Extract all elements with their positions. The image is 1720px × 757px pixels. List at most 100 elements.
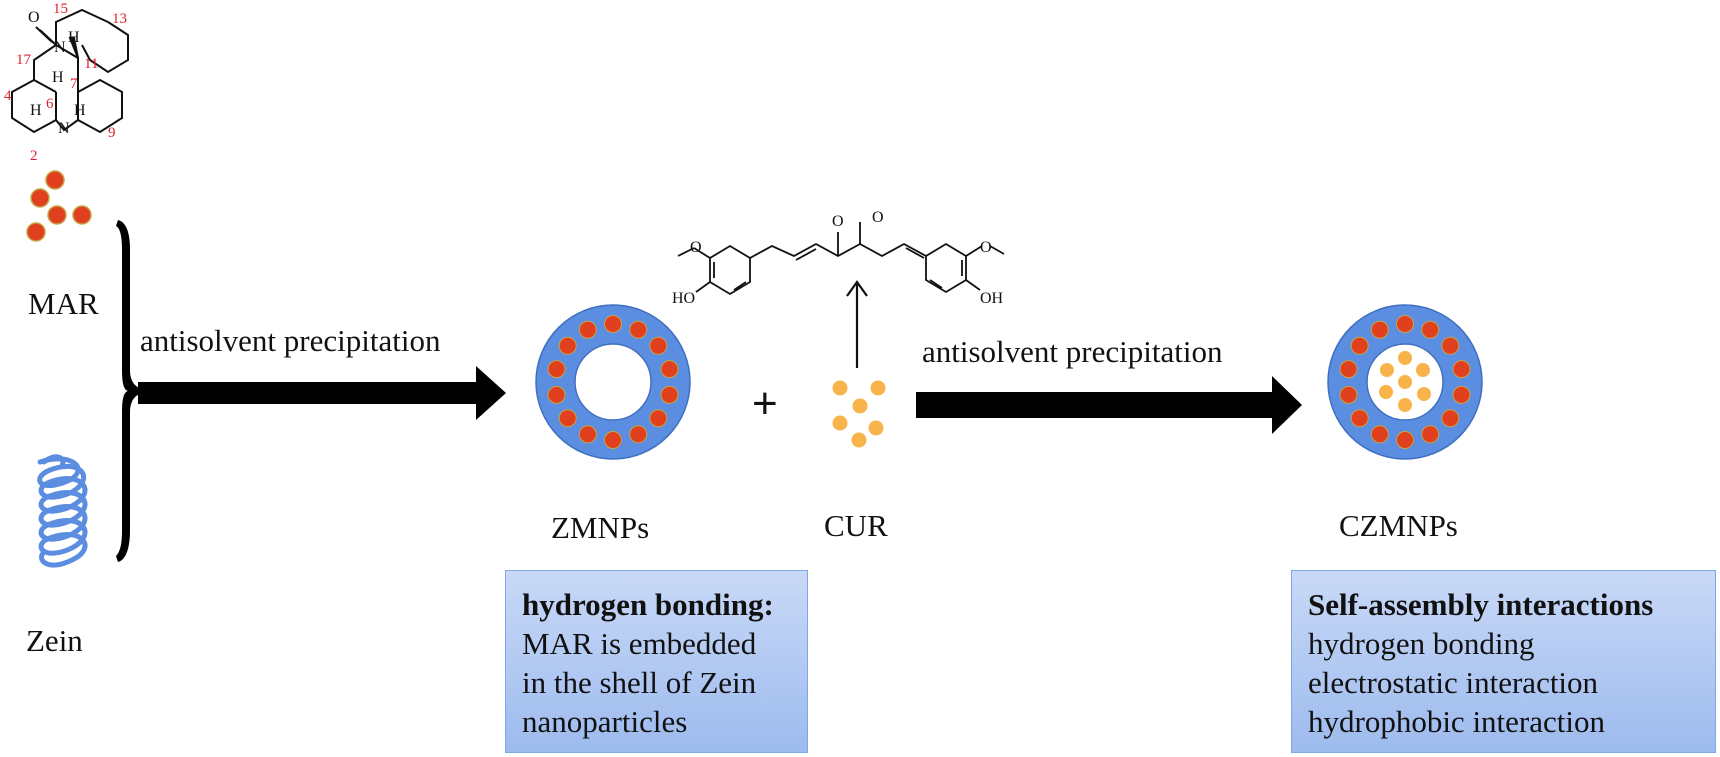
mar-particle — [629, 320, 648, 339]
zmnps-box-heading: hydrogen bonding: — [522, 587, 774, 622]
zmnps-box-line: nanoparticles — [522, 704, 688, 739]
cur-atom-o-right: O — [980, 239, 992, 256]
mar-particle — [558, 409, 577, 428]
mar-num-2: 2 — [30, 148, 38, 164]
cur-atom-o1: O — [832, 213, 844, 230]
cur-particle — [1416, 363, 1430, 377]
mar-particle — [1441, 409, 1460, 428]
czmnps-box-line: electrostatic interaction — [1308, 665, 1599, 700]
mar-atoms: O N N H H H H — [28, 9, 86, 137]
mar-particle — [629, 425, 648, 444]
zein-helix — [37, 454, 88, 568]
mar-particle — [45, 170, 65, 190]
mar-particle — [1396, 431, 1414, 449]
mar-particle — [1339, 360, 1358, 379]
czmnps-cur-dots — [1379, 351, 1431, 412]
cur-particle — [1398, 351, 1412, 365]
cur-atom-ho: HO — [672, 290, 695, 307]
mar-atom-h2: H — [52, 69, 64, 86]
cur-particle — [870, 380, 886, 396]
mar-num-4: 4 — [4, 88, 12, 104]
arrow-1 — [138, 366, 506, 420]
cur-structure — [677, 222, 1005, 296]
mar-particle — [1421, 320, 1440, 339]
cur-particle — [1398, 398, 1412, 412]
mar-atom-n2: N — [58, 120, 70, 137]
mar-particle — [1421, 425, 1440, 444]
mar-num-6: 6 — [46, 96, 54, 112]
cur-particles — [832, 380, 886, 448]
mar-particle — [1452, 385, 1471, 404]
mar-num-11: 11 — [84, 56, 98, 72]
cur-atom-oh: OH — [980, 290, 1004, 307]
czmnps-box-line: hydrogen bonding — [1308, 626, 1535, 661]
czmnps-mar-dots — [1339, 315, 1471, 449]
step1-label: antisolvent precipitation — [140, 323, 441, 358]
merge-bracket — [116, 220, 140, 562]
mar-atom-o: O — [28, 9, 40, 26]
mar-numbers: 15 13 17 11 7 6 4 9 2 — [4, 1, 127, 164]
mar-particle — [604, 315, 622, 333]
cur-up-arrow — [846, 280, 868, 368]
cur-particle — [832, 380, 848, 396]
plus-sign: + — [752, 379, 778, 428]
czmnps-label: CZMNPs — [1339, 508, 1458, 543]
mar-structure — [11, 8, 129, 134]
step2-label: antisolvent precipitation — [922, 334, 1223, 369]
mar-particles — [26, 170, 92, 242]
zein-label: Zein — [26, 623, 83, 658]
mar-particle — [578, 320, 597, 339]
mar-particle — [72, 205, 92, 225]
mar-atom-h1: H — [68, 29, 80, 46]
mar-atom-n1: N — [54, 39, 66, 56]
zmnps-label: ZMNPs — [551, 510, 650, 545]
zmnps-info-box: hydrogen bonding: MAR is embedded in the… — [505, 570, 808, 753]
mar-particle — [649, 336, 668, 355]
cur-particle — [832, 415, 848, 431]
mar-particle — [547, 385, 566, 404]
cur-atom-o-left: O — [690, 239, 702, 256]
mar-particle — [604, 431, 622, 449]
mar-particle — [558, 336, 577, 355]
mar-particle — [1396, 315, 1414, 333]
mar-num-15: 15 — [53, 1, 68, 17]
zmnps-box-line: MAR is embedded — [522, 626, 757, 661]
cur-particle — [1398, 375, 1412, 389]
arrow-2 — [916, 376, 1302, 434]
mar-particle — [1370, 320, 1389, 339]
czmnps-box-line: hydrophobic interaction — [1308, 704, 1605, 739]
czmnps-box-heading: Self-assembly interactions — [1308, 587, 1654, 622]
mar-particle — [30, 188, 50, 208]
mar-label: MAR — [28, 286, 99, 321]
mar-particle — [1441, 336, 1460, 355]
mar-particle — [1350, 336, 1369, 355]
zmnps-box-line: in the shell of Zein — [522, 665, 757, 700]
mar-particle — [547, 360, 566, 379]
cur-atoms: O O HO OH O O — [672, 209, 1004, 307]
cur-particle — [852, 398, 868, 414]
bracket-shape — [116, 220, 140, 562]
mar-particle — [1452, 360, 1471, 379]
cur-particle — [1380, 363, 1394, 377]
mar-particle — [1339, 385, 1358, 404]
mar-particle — [578, 425, 597, 444]
mar-particle — [660, 385, 679, 404]
cur-particle — [868, 420, 884, 436]
mar-particle — [1370, 425, 1389, 444]
cur-particle — [1417, 387, 1431, 401]
cur-atom-o2: O — [872, 209, 884, 226]
czmnps-info-box: Self-assembly interactions hydrogen bond… — [1291, 570, 1716, 753]
mar-num-7: 7 — [70, 76, 78, 92]
cur-label: CUR — [824, 508, 888, 543]
zmnps-mar-dots — [547, 315, 679, 449]
mar-num-13: 13 — [112, 11, 127, 27]
cur-particle — [1379, 385, 1393, 399]
mar-num-17: 17 — [16, 52, 32, 68]
mar-particle — [649, 409, 668, 428]
mar-particle — [47, 205, 67, 225]
mar-num-9: 9 — [108, 125, 116, 141]
mar-particle — [660, 360, 679, 379]
cur-particle — [851, 432, 867, 448]
